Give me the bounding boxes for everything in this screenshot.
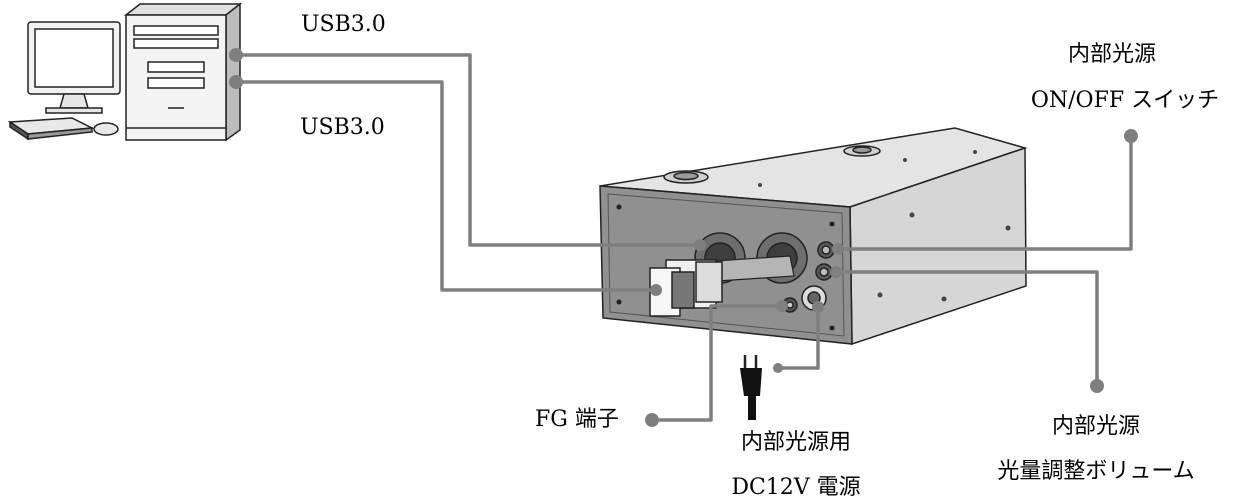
power-plug-icon [740,355,762,420]
leader-dot [694,239,706,251]
leader-usb-bottom [236,80,656,292]
leader-dot [812,301,824,313]
computer-icon [7,2,243,142]
device-box [599,127,1028,346]
leader-switch [838,136,1133,251]
usb-label-bottom: USB3.0 [300,115,385,140]
leader-dot [229,75,243,89]
leader-power [778,307,820,370]
power-label-line1: 内部光源用 [740,430,851,455]
fg-terminal-label: FG 端子 [535,407,619,432]
leader-dot [650,284,662,296]
leader-fg [652,304,782,422]
power-label-line2: DC12V 電源 [731,475,861,500]
volume-label-line2: 光量調整ボリューム [997,459,1195,484]
leader-dot [1090,379,1104,393]
switch-label-line1: 内部光源 [1067,42,1156,67]
leader-dot [645,413,659,427]
usb-label-top: USB3.0 [301,12,386,37]
leader-dot [776,300,788,312]
leader-dot [1124,129,1138,143]
volume-label-line1: 内部光源 [1051,414,1140,439]
switch-label-line2: ON/OFF スイッチ [1030,88,1220,113]
leader-dot [773,363,783,373]
leader-usb-top [236,53,700,247]
leader-dot [832,243,844,255]
leader-dot [229,48,243,62]
leader-volume [836,270,1099,386]
leader-dot [830,266,842,278]
